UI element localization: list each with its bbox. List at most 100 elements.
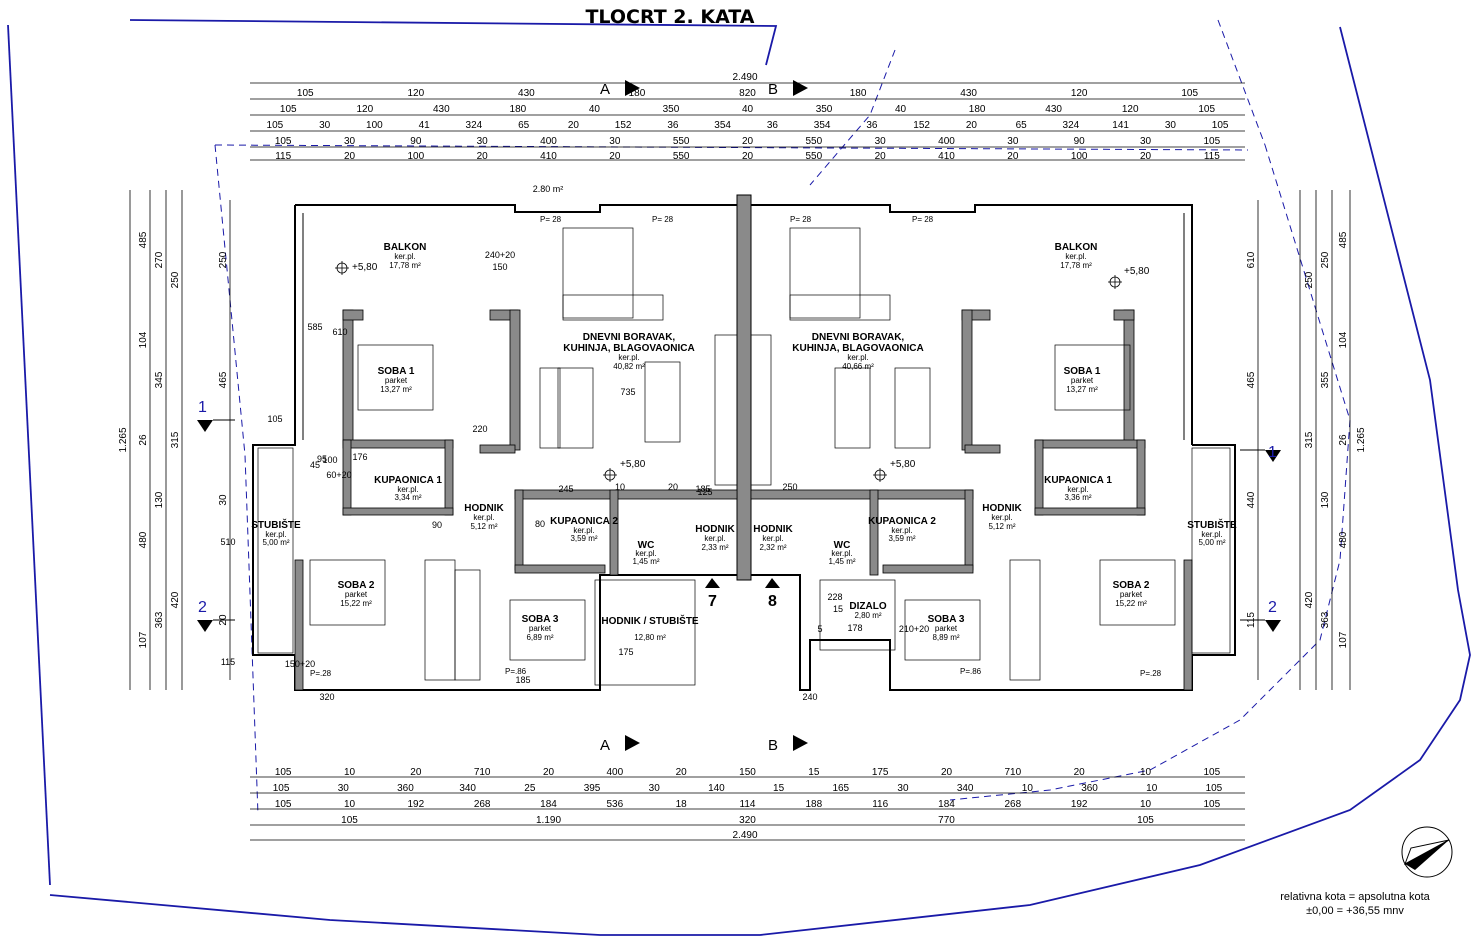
dimension-bottom_row2-10: 30	[897, 783, 909, 794]
dimension-bottom_row3-14: 105	[1203, 799, 1220, 810]
dimension-bottom_row1-10: 20	[941, 767, 953, 778]
dimension-top_row3-15: 65	[1016, 120, 1028, 131]
dimension-top_row3-2: 100	[366, 120, 383, 131]
elevation-note-line2: ±0,00 = +36,55 mnv	[1306, 905, 1404, 917]
dimension-bottom_row4-1: 1.190	[536, 815, 561, 826]
dimension-top_row4-0: 105	[275, 136, 292, 147]
dimension-bottom_row2-7: 140	[708, 783, 725, 794]
dimension-top_row3-6: 20	[568, 120, 580, 131]
dimension-right_a-0: 485	[1338, 231, 1349, 248]
svg-text:parket: parket	[529, 624, 552, 633]
section-lines	[213, 419, 1265, 621]
dimension-left_c-1: 315	[170, 431, 181, 448]
svg-text:12,80 m²: 12,80 m²	[634, 633, 666, 642]
site-boundary	[7, 19, 1471, 936]
dimension-top_row5-2: 100	[407, 151, 424, 162]
dimension-top_row5-4: 410	[540, 151, 557, 162]
dimension-left_a-1: 104	[138, 331, 149, 348]
dimension-bottom_row4-2: 320	[739, 815, 756, 826]
dimension-top_row3-14: 20	[966, 120, 978, 131]
dimension-left_b-0: 270	[154, 251, 165, 268]
dimension-top_row3-10: 36	[767, 120, 779, 131]
room-soba1-left: SOBA 1	[378, 366, 415, 377]
dimension-top_row3-11: 354	[814, 120, 831, 131]
dimension-right_b-3: 363	[1320, 611, 1331, 628]
svg-text:+5,80: +5,80	[1124, 266, 1150, 277]
dimension-top_row5-8: 550	[805, 151, 822, 162]
level-texts: +5,80 +5,80 +5,80 +5,80	[352, 262, 1150, 470]
dimension-top_row4-8: 550	[805, 136, 822, 147]
dimension-bottom_row3-8: 188	[805, 799, 822, 810]
dimension-top_row2-6: 40	[742, 104, 754, 115]
dimension-top_row2-0: 105	[280, 104, 297, 115]
dimension-right_a-2: 26	[1338, 434, 1349, 446]
dimension-top_row3-0: 105	[267, 120, 284, 131]
dimension-right_a-3: 480	[1338, 531, 1349, 548]
dimension-top_row4-9: 30	[875, 136, 887, 147]
dimension-bottom_row2-11: 340	[957, 783, 974, 794]
svg-text:ker.pl.: ker.pl.	[394, 252, 415, 261]
elevation-note-line1: relativna kota = apsolutna kota	[1280, 891, 1430, 903]
svg-text:3,36 m²: 3,36 m²	[1064, 493, 1091, 502]
svg-text:KUHINJA, BLAGOVAONICA: KUHINJA, BLAGOVAONICA	[563, 343, 694, 354]
svg-text:15,22 m²: 15,22 m²	[340, 599, 372, 608]
dimension-bottom_row2-14: 10	[1146, 783, 1158, 794]
svg-text:5,12 m²: 5,12 m²	[470, 522, 497, 531]
dimension-top_row4-4: 400	[540, 136, 557, 147]
svg-text:+5,80: +5,80	[352, 262, 378, 273]
dimension-bottom_row3-6: 18	[676, 799, 688, 810]
dimension-bottom_row3-11: 268	[1004, 799, 1021, 810]
dimension-top_row1-7: 120	[1071, 88, 1088, 99]
dimension-bottom_row1-13: 10	[1140, 767, 1152, 778]
svg-text:ker.pl.: ker.pl.	[1067, 485, 1088, 494]
dimension-top_row4-7: 20	[742, 136, 754, 147]
svg-text:parket: parket	[345, 590, 368, 599]
svg-text:ker.pl.: ker.pl.	[762, 534, 783, 543]
inner-dimension-20: 175	[618, 647, 633, 657]
inner-dimension-24: 5	[817, 624, 822, 634]
section-a-bottom: A	[600, 737, 610, 754]
dimension-bottom_row3-9: 116	[872, 799, 888, 810]
svg-text:ker.pl.: ker.pl.	[473, 513, 494, 522]
dimension-top_row3-3: 41	[419, 120, 431, 131]
section-1-right: 1	[1268, 444, 1277, 461]
room-hodnik-right: HODNIK	[982, 503, 1022, 514]
dimension-right_a-4: 107	[1338, 631, 1349, 648]
svg-text:15,22 m²: 15,22 m²	[1115, 599, 1147, 608]
dimension-left_a-0: 485	[138, 231, 149, 248]
inner-dimension-10: 95	[317, 454, 327, 464]
dimension-top_row5-3: 20	[477, 151, 489, 162]
room-living-right: DNEVNI BORAVAK,	[812, 332, 905, 343]
section-markers	[197, 80, 1281, 751]
inner-dimension-29: 240	[802, 692, 817, 702]
dimension-top_row3-1: 30	[319, 120, 331, 131]
dimension-bottom_row1-6: 20	[676, 767, 688, 778]
dimension-right_b-0: 250	[1320, 251, 1331, 268]
svg-text:13,27 m²: 13,27 m²	[1066, 385, 1098, 394]
dimension-top_row4-2: 90	[410, 136, 422, 147]
inner-dimension-7: 90	[432, 520, 442, 530]
svg-text:KUHINJA, BLAGOVAONICA: KUHINJA, BLAGOVAONICA	[792, 343, 923, 354]
dimension-bottom_row1-3: 710	[474, 767, 491, 778]
svg-text:P= 28: P= 28	[652, 215, 674, 224]
dimension-top_row2-11: 120	[1122, 104, 1139, 115]
inner-dimension-2: 735	[620, 387, 635, 397]
dimension-left_total: 1.265	[118, 427, 129, 452]
dimension-bottom_row2-3: 340	[459, 783, 476, 794]
svg-text:5,00 m²: 5,00 m²	[262, 538, 289, 547]
top-dimension-lines	[250, 82, 1245, 161]
svg-text:parket: parket	[1071, 376, 1094, 385]
dimension-right_c-0: 250	[1304, 271, 1315, 288]
dimension-top_row4-5: 30	[609, 136, 621, 147]
inner-dimension-28: 320	[319, 692, 334, 702]
side-dimension-lines	[129, 190, 1351, 690]
dimension-bottom_row2-4: 25	[524, 783, 536, 794]
svg-text:2,33 m²: 2,33 m²	[701, 543, 728, 552]
dimension-bottom_row3-1: 10	[344, 799, 356, 810]
dimension-top_row1-1: 120	[407, 88, 424, 99]
room-labels: BALKON ker.pl. 17,78 m² DNEVNI BORAVAK, …	[251, 242, 1237, 642]
dimension-bottom_row3-0: 105	[275, 799, 292, 810]
svg-text:ker.pl.: ker.pl.	[397, 485, 418, 494]
